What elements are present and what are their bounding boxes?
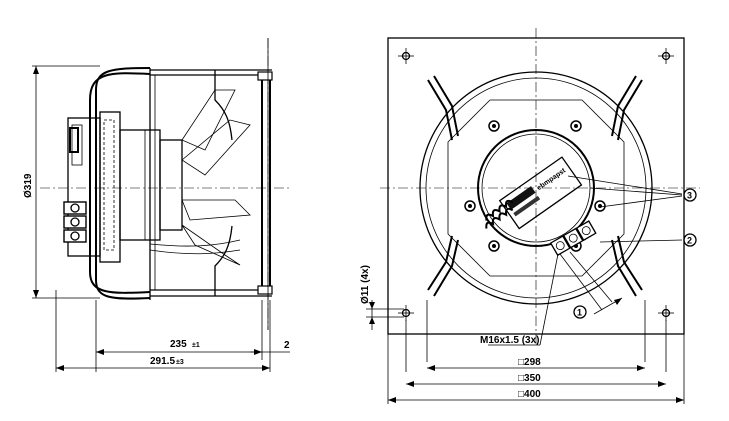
corner-holes bbox=[398, 48, 674, 321]
dim-298-label: □298 bbox=[518, 357, 541, 368]
cable-glands bbox=[63, 201, 87, 243]
mounting-flange bbox=[261, 73, 271, 291]
rotor-hub bbox=[119, 129, 161, 241]
hole-dim-label: Ø11 (4x) bbox=[360, 265, 371, 304]
guard-bar-top bbox=[95, 67, 151, 91]
svg-text:2: 2 bbox=[687, 236, 692, 246]
side-view: Ø319 bbox=[23, 38, 290, 372]
depth-label-total: 291.5 bbox=[150, 356, 175, 367]
dim-400-label: □400 bbox=[518, 389, 541, 400]
callout-2 bbox=[683, 233, 697, 247]
inlet-octagon bbox=[447, 99, 625, 277]
svg-text:1: 1 bbox=[577, 308, 582, 318]
svg-text:3: 3 bbox=[687, 191, 692, 201]
depth-tol-main: ±1 bbox=[192, 342, 200, 349]
depth-label-main: 235 bbox=[170, 339, 187, 350]
diameter-label: Ø319 bbox=[23, 173, 34, 198]
electronics-cover: ebmpapst bbox=[498, 156, 583, 230]
callout-3 bbox=[683, 188, 697, 202]
outer-ring bbox=[419, 71, 653, 305]
dim-350-label: □350 bbox=[518, 373, 541, 384]
guard-arms bbox=[427, 75, 643, 297]
guard-bar-bottom bbox=[95, 279, 151, 300]
depth-tol-total: ±3 bbox=[176, 359, 184, 366]
flange-thickness-label: 2 bbox=[284, 340, 290, 351]
front-view: ebmpapst 3 2 1 bbox=[360, 28, 700, 404]
thread-label: M16x1.5 (3x) bbox=[480, 335, 539, 346]
callout-1 bbox=[573, 305, 587, 319]
cable-coil bbox=[485, 199, 514, 221]
front-cable-glands bbox=[549, 220, 597, 257]
impeller-blades bbox=[149, 89, 251, 266]
